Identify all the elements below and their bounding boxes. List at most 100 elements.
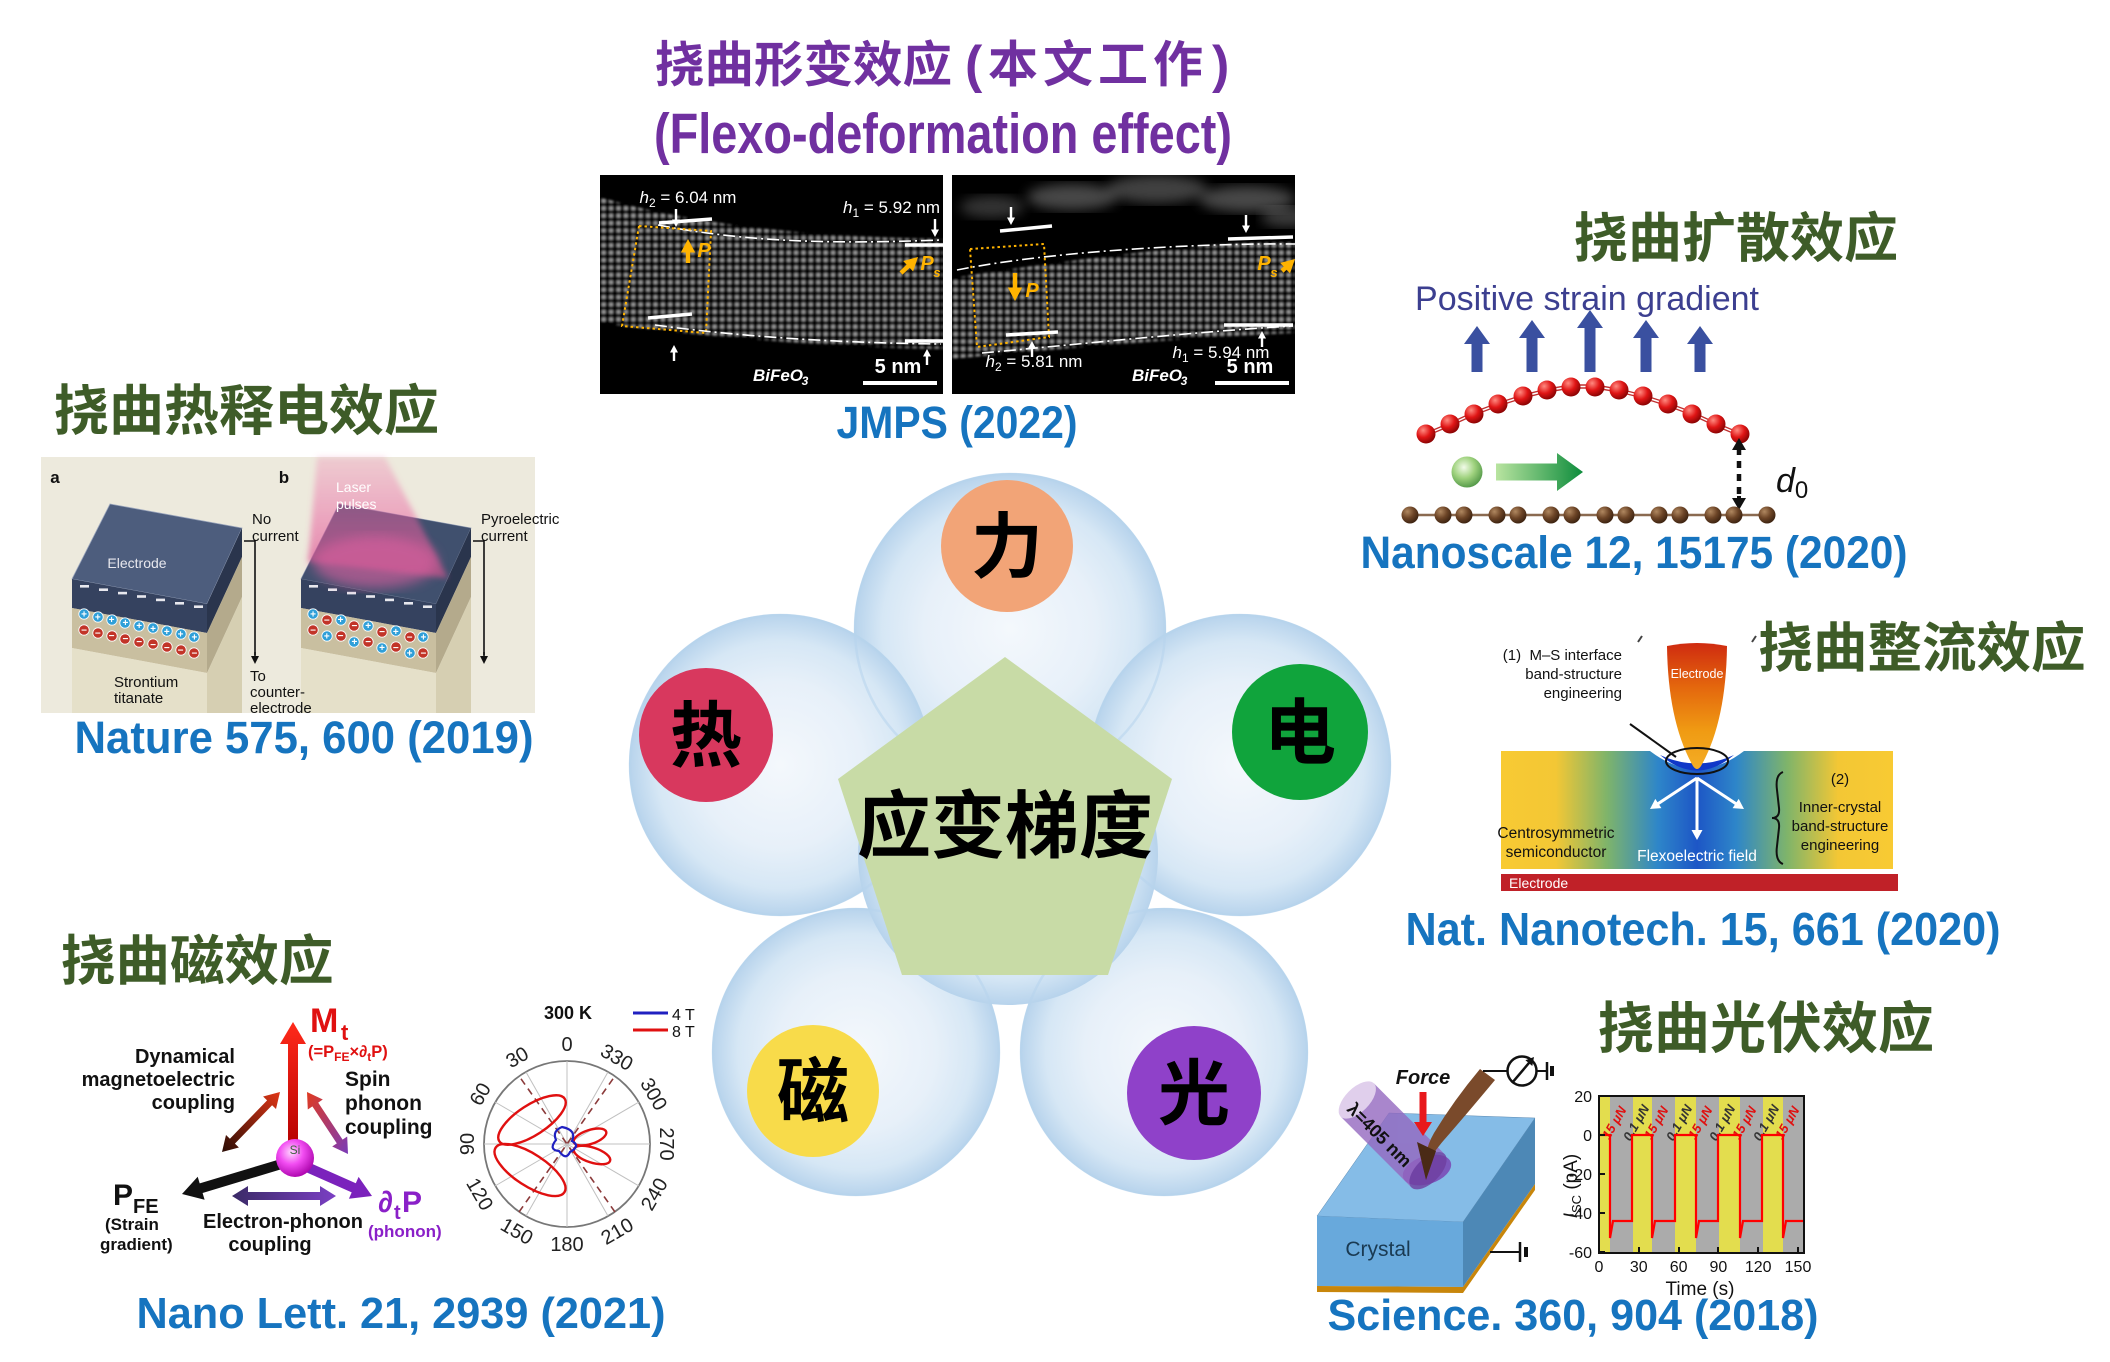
svg-text:300: 300: [635, 1075, 671, 1115]
svg-text:−: −: [95, 628, 101, 639]
svg-text:P: P: [1025, 280, 1039, 302]
svg-text:band-structure: band-structure: [1525, 666, 1622, 683]
svg-text:magnetoelectric: magnetoelectric: [82, 1069, 235, 1091]
svg-text:engineering: engineering: [1801, 837, 1879, 854]
svg-text:−: −: [81, 625, 87, 636]
svg-text:titanate: titanate: [114, 690, 163, 707]
svg-text:P: P: [920, 253, 934, 275]
svg-text:current: current: [481, 528, 529, 545]
svg-text:−: −: [393, 643, 399, 654]
svg-text:(: (: [965, 36, 983, 94]
svg-text:coupling: coupling: [345, 1116, 433, 1139]
svg-text:−: −: [136, 637, 142, 648]
svg-text:+: +: [324, 631, 330, 642]
svg-text:Nat. Nanotech. 15, 661 (2020): Nat. Nanotech. 15, 661 (2020): [1406, 903, 2001, 955]
svg-text:−: −: [351, 621, 357, 632]
svg-text:Force: Force: [1396, 1067, 1450, 1089]
svg-text:−: −: [191, 649, 197, 660]
svg-text:20: 20: [1574, 1089, 1592, 1106]
svg-text:4 T: 4 T: [672, 1007, 695, 1024]
svg-text:+: +: [109, 615, 115, 626]
svg-text:Nature 575, 600 (2019): Nature 575, 600 (2019): [75, 712, 534, 763]
svg-text:counter-: counter-: [250, 684, 305, 701]
svg-text:h1 = 5.92 nm: h1 = 5.92 nm: [843, 198, 940, 220]
svg-text:+: +: [338, 615, 344, 626]
svg-text:+: +: [122, 618, 128, 629]
svg-text:coupling: coupling: [228, 1234, 311, 1256]
svg-text:150: 150: [1785, 1259, 1812, 1276]
svg-text:∂: ∂: [378, 1186, 393, 1219]
svg-text:120: 120: [1745, 1259, 1772, 1276]
svg-text:engineering: engineering: [1544, 685, 1622, 702]
svg-text:JMPS (2022): JMPS (2022): [837, 397, 1078, 448]
svg-text:FE: FE: [133, 1196, 159, 1218]
svg-text:0: 0: [1583, 1128, 1592, 1145]
svg-text:a: a: [50, 468, 60, 487]
svg-text:semiconductor: semiconductor: [1506, 844, 1607, 861]
svg-text:−: −: [420, 649, 426, 660]
svg-text:Crystal: Crystal: [1345, 1238, 1410, 1261]
svg-text:+: +: [95, 612, 101, 623]
svg-text:Electrode: Electrode: [1509, 875, 1568, 891]
svg-text:−: −: [122, 634, 128, 645]
svg-text:−: −: [310, 625, 316, 636]
svg-text:Inner-crystal: Inner-crystal: [1799, 799, 1882, 816]
svg-text:d0: d0: [1776, 462, 1808, 504]
svg-text:): ): [1212, 36, 1229, 94]
svg-text:t: t: [341, 1020, 349, 1045]
svg-text:Laser: Laser: [336, 479, 371, 495]
svg-text:Science. 360, 904 (2018): Science. 360, 904 (2018): [1328, 1291, 1819, 1340]
svg-text:−: −: [150, 640, 156, 651]
svg-text:Spin: Spin: [345, 1068, 391, 1091]
svg-text:0: 0: [561, 1034, 572, 1056]
svg-text:P: P: [697, 240, 711, 262]
svg-text:current: current: [252, 528, 300, 545]
svg-text:−: −: [365, 637, 371, 648]
svg-text:Electrode: Electrode: [107, 555, 166, 571]
svg-text:+: +: [365, 621, 371, 632]
svg-text:330: 330: [597, 1040, 637, 1076]
svg-text:M: M: [310, 1002, 338, 1040]
svg-text:5 nm: 5 nm: [875, 356, 922, 378]
svg-text:180: 180: [550, 1234, 583, 1256]
svg-text:P: P: [1257, 253, 1271, 275]
svg-text:s: s: [1270, 265, 1277, 280]
svg-text:+: +: [191, 633, 197, 644]
svg-text:t: t: [394, 1202, 401, 1224]
svg-text:+: +: [310, 609, 316, 620]
svg-text:300 K: 300 K: [544, 1003, 592, 1023]
svg-text:+: +: [379, 643, 385, 654]
svg-text:h2 = 6.04 nm: h2 = 6.04 nm: [640, 188, 737, 210]
svg-text:P: P: [113, 1179, 133, 1212]
svg-text:-60: -60: [1569, 1245, 1592, 1262]
svg-text:(Strain: (Strain: [105, 1215, 159, 1234]
svg-text:(1) M–S interface: (1) M–S interface: [1503, 647, 1622, 664]
svg-text:+: +: [393, 627, 399, 638]
svg-text:90: 90: [457, 1133, 479, 1155]
svg-text:8 T: 8 T: [672, 1024, 695, 1041]
svg-text:+: +: [81, 609, 87, 620]
svg-text:+: +: [178, 630, 184, 641]
svg-text:+: +: [420, 633, 426, 644]
svg-text:(2): (2): [1831, 771, 1849, 788]
svg-text:(=PFE×∂tP): (=PFE×∂tP): [308, 1043, 388, 1064]
svg-text:-40: -40: [1569, 1206, 1592, 1223]
svg-text:+: +: [407, 649, 413, 660]
svg-text:−: −: [164, 643, 170, 654]
svg-text:Si: Si: [290, 1143, 301, 1157]
svg-text:b: b: [279, 468, 289, 487]
svg-text:−: −: [407, 633, 413, 644]
svg-text:electrode: electrode: [250, 700, 312, 717]
svg-text:BiFeO: BiFeO: [753, 366, 803, 385]
svg-text:−: −: [109, 631, 115, 642]
svg-text:270: 270: [655, 1127, 677, 1160]
svg-text:60: 60: [466, 1079, 496, 1109]
svg-text:Strontium: Strontium: [114, 674, 178, 691]
svg-text:Time (s): Time (s): [1666, 1279, 1735, 1300]
svg-text:Nanoscale 12, 15175 (2020): Nanoscale 12, 15175 (2020): [1361, 527, 1908, 578]
svg-text:BiFeO: BiFeO: [1132, 366, 1182, 385]
svg-text:−: −: [379, 627, 385, 638]
svg-text:h1 = 5.94 nm: h1 = 5.94 nm: [1173, 343, 1270, 365]
svg-text:90: 90: [1710, 1259, 1728, 1276]
svg-text:Nano Lett. 21, 2939 (2021): Nano Lett. 21, 2939 (2021): [137, 1289, 666, 1338]
